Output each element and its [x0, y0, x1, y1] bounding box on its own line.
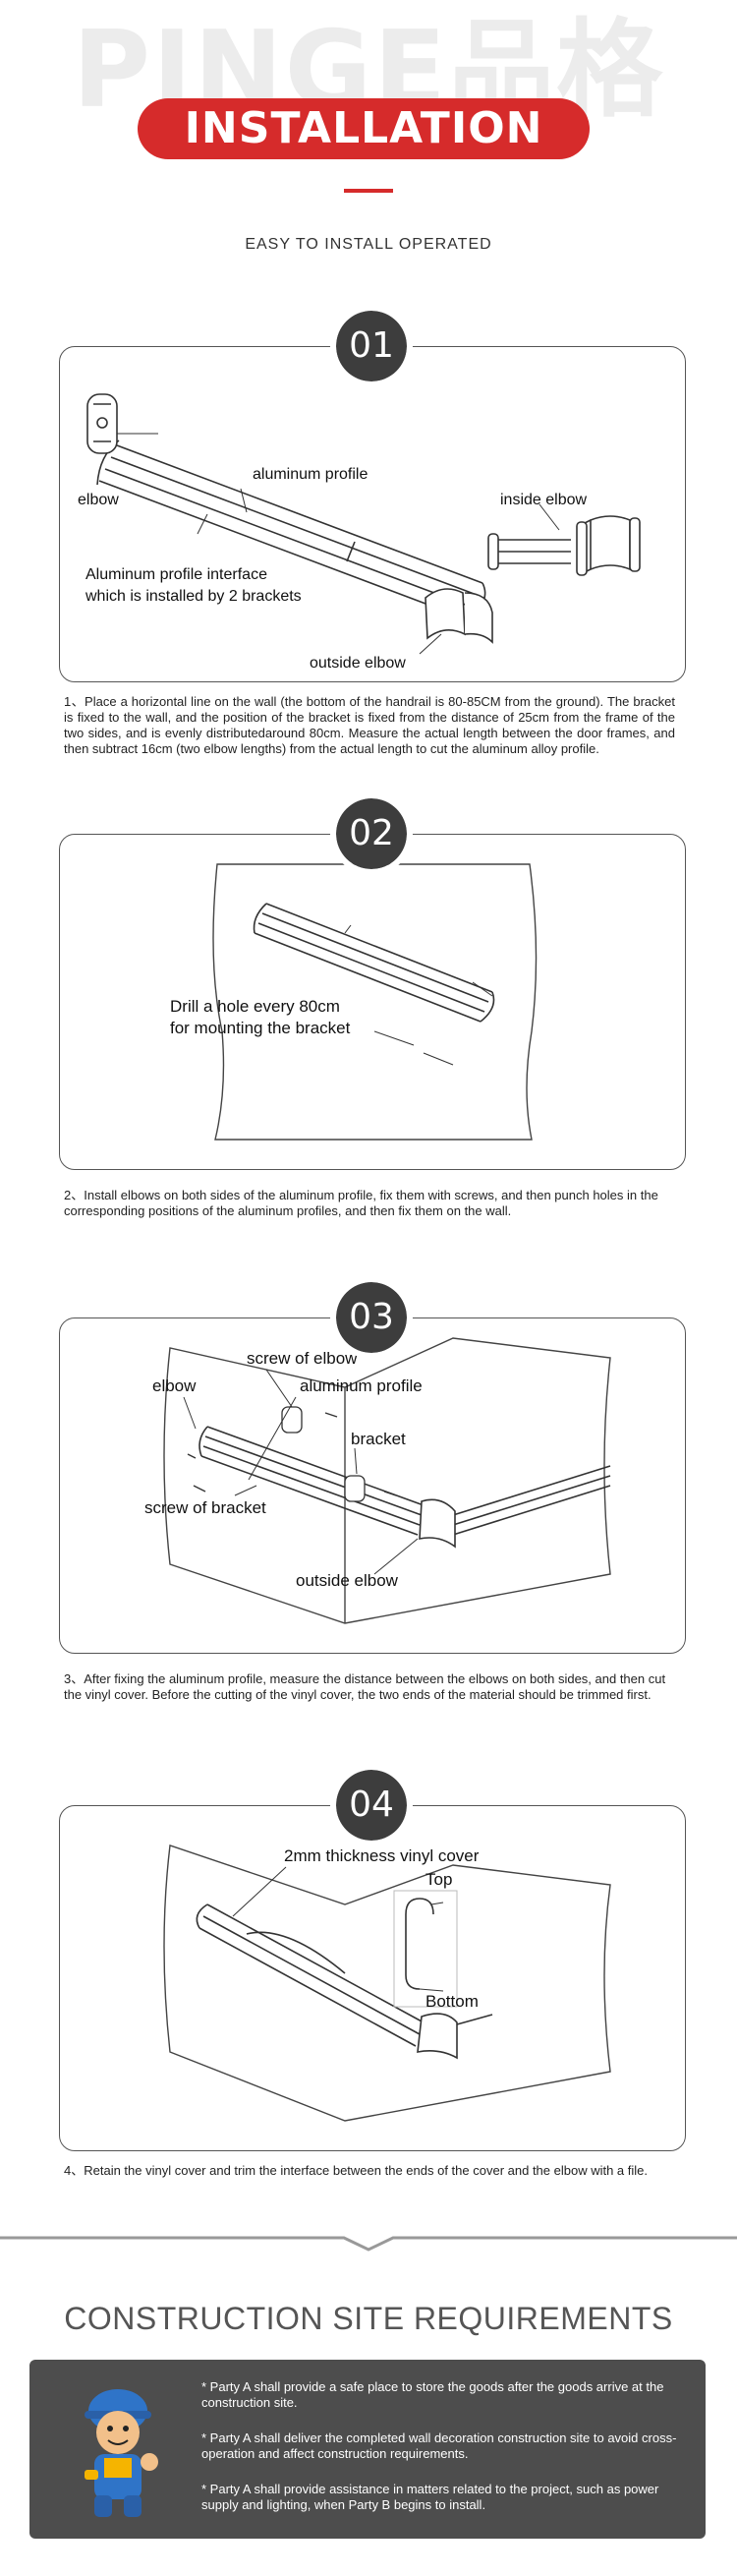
- step-3-badge: 03: [330, 1276, 413, 1359]
- label-bottom: Bottom: [425, 1992, 479, 2011]
- requirement-item: * Party A shall deliver the completed wa…: [201, 2430, 677, 2461]
- step-2-panel: Drill a hole every 80cm for mounting the…: [59, 834, 686, 1170]
- handrail-profile: [96, 439, 486, 619]
- screws: [187, 1412, 397, 1496]
- label-screw-of-bracket: screw of bracket: [144, 1498, 266, 1517]
- vinyl-profile-inset: [393, 1890, 458, 2008]
- elbow-part-left: [86, 393, 118, 454]
- step-2-description: 2、Install elbows on both sides of the al…: [64, 1188, 658, 1218]
- corner-wall: [163, 1337, 611, 1624]
- leader-lines: [183, 1369, 419, 1575]
- label-outside-elbow: outside elbow: [296, 1571, 399, 1590]
- requirements-box: * Party A shall provide a safe place to …: [29, 2360, 706, 2539]
- label-aluminum-profile: aluminum profile: [300, 1376, 423, 1395]
- handrail-profile: [253, 903, 495, 1023]
- wall-panel: [212, 863, 538, 1141]
- title-underline: [344, 189, 393, 193]
- outside-elbow-part: [419, 1498, 456, 1549]
- step-2-diagram: Drill a hole every 80cm for mounting the…: [170, 863, 538, 1141]
- label-aluminum-profile: aluminum profile: [253, 466, 368, 483]
- inside-elbow-part: [487, 515, 641, 576]
- label-elbow: elbow: [152, 1376, 197, 1395]
- requirements-title: CONSTRUCTION SITE REQUIREMENTS: [64, 2301, 673, 2336]
- step-3-diagram: screw of elbow elbow aluminum profile br…: [144, 1337, 611, 1624]
- drill-marks: [344, 924, 493, 1066]
- outside-elbow-part: [417, 2013, 493, 2060]
- label-drill-line1: Drill a hole every 80cm: [170, 997, 340, 1016]
- step-3-description: 3、After fixing the aluminum profile, mea…: [64, 1671, 666, 1702]
- section-divider: [0, 2236, 737, 2252]
- step-4-description: 4、Retain the vinyl cover and trim the in…: [64, 2163, 649, 2178]
- handrail-profile: [198, 1426, 611, 1536]
- step-1-diagram: elbow aluminum profile inside elbow Alum…: [78, 393, 641, 672]
- label-outside-elbow: outside elbow: [310, 655, 406, 672]
- step-4-diagram: 2mm thickness vinyl cover Top Bottom: [163, 1844, 611, 2122]
- step-1-panel: elbow aluminum profile inside elbow Alum…: [59, 346, 686, 682]
- label-screw-of-elbow: screw of elbow: [247, 1349, 358, 1368]
- outside-elbow-part: [425, 588, 493, 644]
- label-vinyl-cover: 2mm thickness vinyl cover: [284, 1846, 480, 1865]
- worker-mascot-icon: [85, 2389, 158, 2517]
- step-2-badge: 02: [330, 792, 413, 875]
- installation-title: INSTALLATION: [138, 98, 590, 159]
- corner-wall: [163, 1844, 611, 2122]
- bracket-parts: [281, 1406, 366, 1502]
- vinyl-cover: [196, 1903, 425, 2047]
- label-elbow: elbow: [78, 492, 119, 508]
- requirement-item: * Party A shall provide assistance in ma…: [201, 2482, 659, 2512]
- label-inside-elbow: inside elbow: [500, 492, 588, 508]
- leader-lines: [232, 1866, 444, 1992]
- leader-lines: [117, 433, 560, 655]
- step-4-panel: 2mm thickness vinyl cover Top Bottom: [59, 1805, 686, 2151]
- subtitle: EASY TO INSTALL OPERATED: [245, 236, 492, 253]
- step-1-description: 1、Place a horizontal line on the wall (t…: [64, 694, 675, 756]
- label-drill-line2: for mounting the bracket: [170, 1019, 351, 1037]
- step-4-badge: 04: [330, 1764, 413, 1846]
- label-interface-line1: Aluminum profile interface: [85, 566, 267, 583]
- step-1-badge: 01: [330, 305, 413, 387]
- requirement-item: * Party A shall provide a safe place to …: [201, 2379, 664, 2410]
- step-3-panel: screw of elbow elbow aluminum profile br…: [59, 1317, 686, 1654]
- label-interface-line2: which is installed by 2 brackets: [85, 588, 302, 605]
- label-top: Top: [425, 1870, 452, 1889]
- label-bracket: bracket: [351, 1430, 406, 1448]
